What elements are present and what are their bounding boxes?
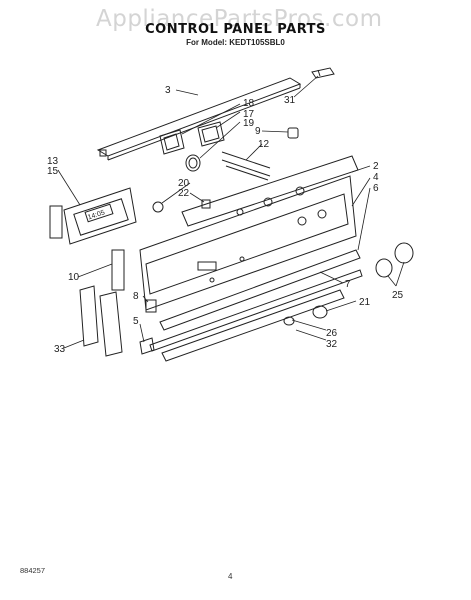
callout-21: 21 <box>359 297 371 308</box>
bottom-trim-strip <box>161 289 345 362</box>
callout-17: 17 <box>243 109 255 120</box>
callout-6: 6 <box>373 183 379 194</box>
callout-8: 8 <box>133 291 139 302</box>
callout-32: 32 <box>326 339 338 350</box>
callout-3: 3 <box>165 85 171 96</box>
callout-12: 12 <box>258 139 270 150</box>
part-25-knobs <box>375 242 414 278</box>
watermark-text: AppliancePartsPros.com <box>96 6 383 32</box>
part-10-bracket <box>111 249 125 291</box>
part-12-bracket <box>221 151 271 181</box>
callout-19: 19 <box>243 118 255 129</box>
callout-22: 22 <box>178 188 190 199</box>
part-17-18-switches <box>159 121 225 155</box>
callout-4: 4 <box>373 172 379 183</box>
page-number: 4 <box>228 572 233 581</box>
main-control-panel <box>139 175 357 311</box>
part-31-clip <box>311 67 335 79</box>
callout-9: 9 <box>255 126 261 137</box>
callout-5: 5 <box>133 316 139 327</box>
callout-7: 7 <box>345 279 351 290</box>
part-13-15-clock <box>63 187 137 245</box>
callout-15: 15 <box>47 166 59 177</box>
part-4-6-trim <box>149 249 363 352</box>
part-5-clip <box>139 337 155 355</box>
part-20-22-switch <box>152 199 211 213</box>
diagram-title: CONTROL PANEL PARTS <box>145 22 326 37</box>
part-13-bracket <box>49 205 63 239</box>
callout-2: 2 <box>373 161 379 172</box>
callout-33: 33 <box>54 344 66 355</box>
callout-31: 31 <box>284 95 296 106</box>
callout-25: 25 <box>392 290 404 301</box>
part-2-panel-back <box>181 155 359 227</box>
part-3-trim-strip <box>96 77 302 161</box>
callout-18: 18 <box>243 98 255 109</box>
part-21-26-32-small <box>283 305 328 326</box>
callout-13: 13 <box>47 156 59 167</box>
part-19-ring <box>185 154 201 172</box>
callout-26: 26 <box>326 328 338 339</box>
leader-lines <box>57 75 405 349</box>
model-subtitle: For Model: KEDT105SBL0 <box>186 38 285 47</box>
part-33-end-caps <box>79 285 123 357</box>
part-9-knob <box>287 127 299 139</box>
callout-10: 10 <box>68 272 80 283</box>
callout-20: 20 <box>178 178 190 189</box>
document-number: 884257 <box>20 566 46 575</box>
part-8-clip <box>145 299 157 313</box>
